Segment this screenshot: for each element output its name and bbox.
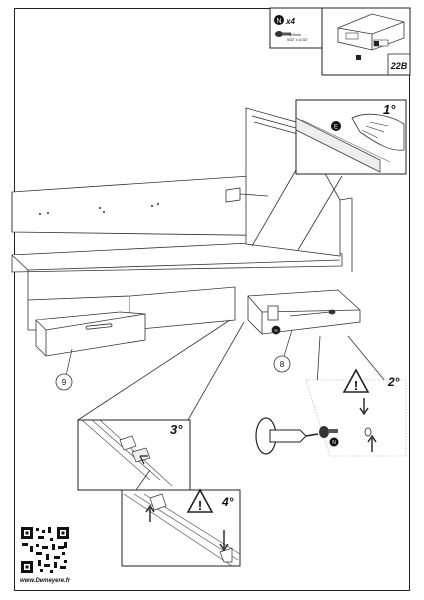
hardware-size-mm: 4x9mm [289,33,301,37]
detail-step-4: ! 4° [121,469,241,567]
hardware-qty: x4 [285,17,295,26]
screw-badge [329,437,339,447]
step-number: 22B [390,61,408,71]
page-frame [14,8,410,591]
step-2-label: 2° [387,375,400,389]
screw-icon [275,31,291,37]
arrow-up-icon-2 [145,504,155,522]
overview-thumbnail: 22B [321,7,411,76]
hardware-size-inch: 5/32" x 11/32" [287,38,309,42]
qr-code [20,526,70,574]
arrow-up-icon [367,434,377,452]
step-1-label: 1° [383,102,396,117]
warning-icon-2 [186,488,214,513]
screw-badge-main: N [274,328,277,333]
detail-step-1: E 1° [251,99,407,251]
warning-icon [342,368,370,393]
part-label-9: 9 [55,348,73,391]
hardware-code: N [276,18,281,25]
hardware-code-badge [274,15,284,25]
screw-badge-label: N [332,440,336,446]
hardware-box: N x4 4x9mm 5/32" x 11/32" [269,7,323,49]
website-link[interactable]: www.Demeyere.fr [20,578,71,584]
arrow-down-icon [359,398,369,416]
part-label-8: 8 [273,329,293,373]
rail-badge [331,121,341,131]
detail-step-2: ! 2° N [255,335,407,457]
step-3-label: 3° [170,422,183,437]
part-9-label: 9 [62,378,67,387]
drawer-right [247,289,361,335]
step-4-label: 4° [221,495,234,509]
hand-icon [351,113,405,151]
part-8-label: 8 [280,360,285,369]
drawer-left [35,311,146,357]
svg-text:!: ! [198,498,202,513]
svg-text:!: ! [354,378,358,393]
arrow-icon [139,455,148,465]
detail-step-3: 3° [77,319,245,491]
rail-badge-label: E [334,125,338,131]
arrow-down-icon-2 [219,530,229,552]
